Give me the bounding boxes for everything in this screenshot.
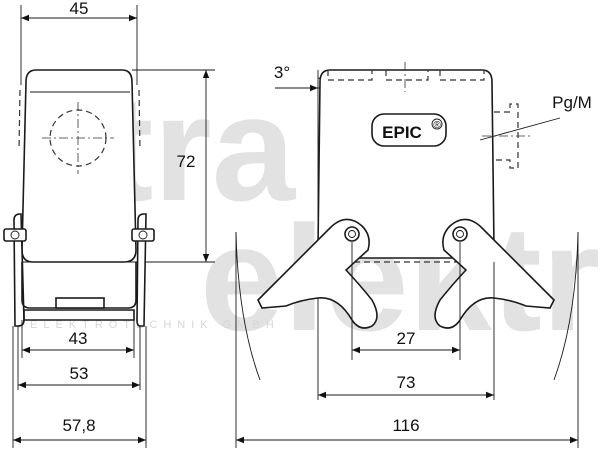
dim-overall-width: 116 [392, 416, 419, 435]
right-lever [136, 213, 147, 327]
dim-width-top: 45 [70, 0, 89, 18]
thread-callout: Pg/M [552, 93, 592, 112]
side-view: 45 72 43 53 57,8 [3, 0, 215, 448]
dim-height: 72 [177, 152, 196, 171]
brand-mark: ® [433, 120, 441, 131]
dim-outer-width: 57,8 [62, 416, 95, 435]
dim-lever-spacing: 27 [397, 329, 416, 348]
base-tab [55, 297, 105, 309]
dim-mid-width: 53 [70, 364, 89, 383]
angle-label: 3° [274, 63, 290, 82]
dim-housing-width: 73 [397, 373, 416, 392]
front-left-lever [257, 218, 378, 329]
epic-badge [371, 113, 447, 147]
watermark-tagline: ELEKTROTECHNIK GMBH [30, 319, 280, 331]
front-view: 3° EPIC ® Pg/M [235, 62, 592, 448]
dim-inner-width: 43 [69, 329, 88, 348]
brand-label: EPIC [382, 123, 422, 142]
